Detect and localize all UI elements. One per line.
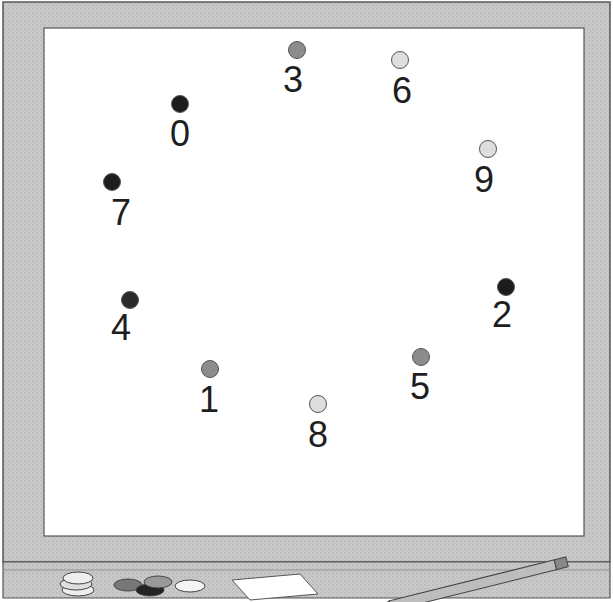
number-label: 4 <box>111 310 131 346</box>
number-label: 6 <box>392 73 412 109</box>
dots <box>104 42 515 413</box>
number-label: 1 <box>199 382 219 418</box>
counters <box>60 572 205 596</box>
paper <box>232 574 318 600</box>
number-label: 0 <box>170 116 190 152</box>
number-label: 9 <box>474 162 494 198</box>
board-surface <box>44 28 584 536</box>
board-frame <box>3 2 610 562</box>
number-label: 8 <box>308 417 328 453</box>
number-label: 3 <box>283 62 303 98</box>
pencil <box>374 557 569 602</box>
number-label: 7 <box>111 195 131 231</box>
number-label: 2 <box>492 297 512 333</box>
number-label: 5 <box>410 369 430 405</box>
